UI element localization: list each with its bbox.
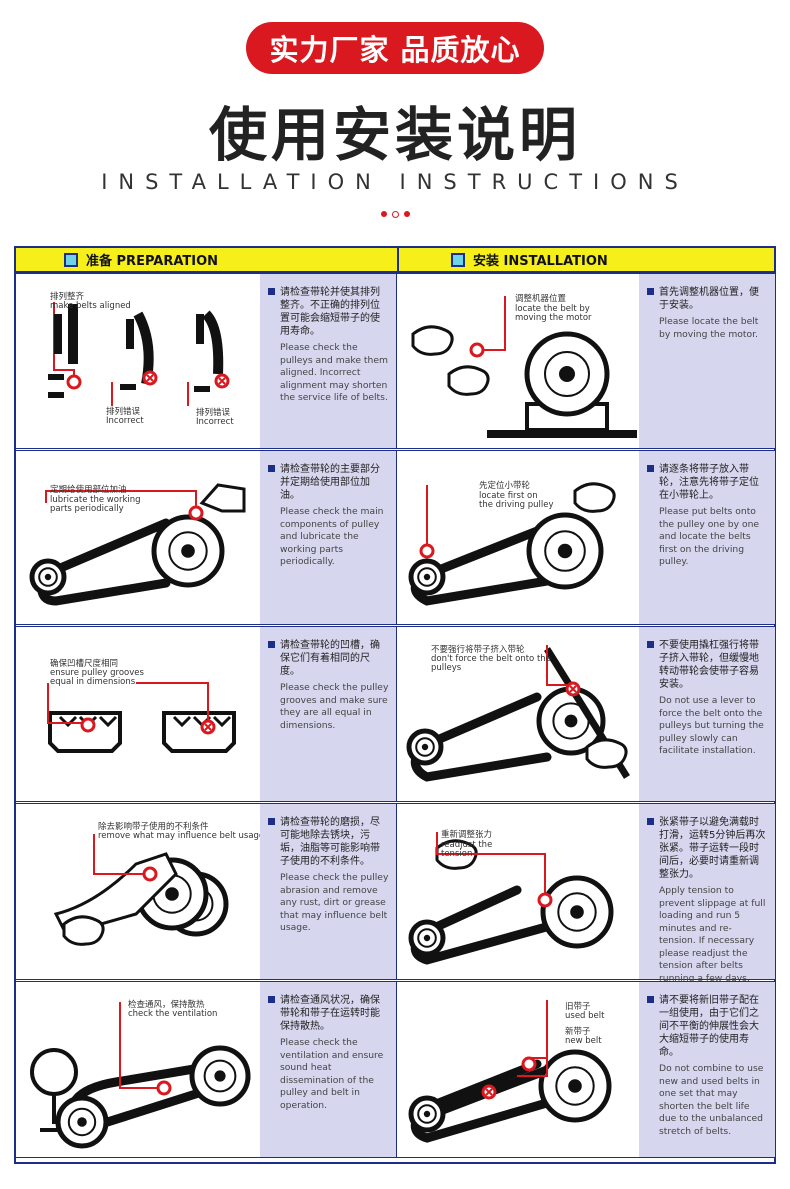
illustration-label: 定期给使用部位加油 [50,485,127,495]
page-title: 使用安装说明 [208,101,581,169]
step-illustration [47,682,236,753]
step-text-en: Please locate the belt by moving the mot… [659,316,759,340]
illustration-label: remove what may influence belt usage [98,831,265,841]
step-illustration [408,482,616,606]
step-text-zh: 请检查带轮并使其排列整齐。不正确的排列位置可能会缩短带子的使用寿命。 [268,286,389,338]
step-illustration [408,1000,612,1143]
illustration-label: 不要强行将带子挤入带轮 [431,645,525,655]
dot-icon [381,211,387,217]
step-text-en: Apply tension to prevent slippage at ful… [659,885,766,984]
illustration-label: 确保凹槽尺度相同 [50,659,119,669]
illustration-label: 排列错误 [196,408,231,418]
step-text-en: Please check the pulley grooves and make… [280,682,389,731]
step-text: 请检查带轮并使其排列整齐。不正确的排列位置可能会缩短带子的使用寿命。Please… [260,274,397,448]
step-text: 不要使用撬杠强行将带子挤入带轮，但缓慢地转动带轮会使带子容易安装。Do not … [639,627,775,801]
illustration-label: tension [441,849,473,859]
illustration-label: don't force the belt onto the [431,654,551,664]
dot-icon [392,211,399,218]
step-text-en: Please put belts onto the pulley one by … [659,506,760,567]
illustration-label: Incorrect [106,416,144,426]
illustration-label: 排列错误 [106,407,141,417]
illustration-label: the driving pulley [479,500,554,510]
illustration-label: used belt [565,1011,605,1021]
step-text: 请不要将新旧带子配在一组使用，由于它们之间不平衡的伸展性会大大缩短带子的使用寿命… [639,982,775,1157]
illustration-label: new belt [565,1036,602,1046]
step-illustration [408,832,614,965]
step-text: 请检查通风状况，确保带轮和带子在运转时能保持散热。 Please check th… [260,982,397,1157]
step-text-zh: 不要使用撬杠强行将带子挤入带轮，但缓慢地转动带轮会使带子容易安装。 [647,639,767,691]
step-text-zh: 请不要将新旧带子配在一组使用，由于它们之间不平衡的伸展性会大大缩短带子的使用寿命… [647,994,767,1059]
illustration-label: 除去影响带子使用的不利条件 [98,822,209,832]
illustration-label: lubricate the working [50,495,141,505]
step-text-zh: 张紧带子以避免满载时打滑，运转5分钟后再次张紧。带子运转一段时间后，必要时请重新… [647,817,766,880]
page-subtitle: INSTALLATION INSTRUCTIONS [101,170,689,194]
illustration-label: check the ventilation [128,1009,218,1019]
illustration-label: ensure pulley grooves [50,668,144,678]
illustration-label: make belts aligned [50,301,131,311]
installation-header: 安装 INSTALLATION [397,248,774,273]
step-text-en: Please check the main components of pull… [280,506,384,567]
illustration-label: Incorrect [196,417,234,427]
illustration-label: locate the belt by [515,304,590,314]
step-text-en: Do not use a lever to force the belt ont… [659,695,764,756]
step-text-zh: 请逐条将带子放入带轮，注意先将带子定位在小带轮上。 [647,463,767,502]
step-text-zh: 首先调整机器位置，便于安装。 [647,286,767,312]
illustration-label: equal in dimensions [50,677,136,687]
illustration-label: 检查通风，保持散热 [128,1000,205,1010]
step-text-zh: 请检查通风状况，确保带轮和带子在运转时能保持散热。 [268,994,389,1033]
promo-badge: 实力厂家 品质放心 [246,22,544,74]
step-illustration [411,296,637,438]
illustration-label: readjust the [441,840,493,850]
step-illustration [53,834,229,946]
step-text: 请检查带轮的主要部分并定期给使用部位加油。 Please check the ma… [260,451,397,624]
step-text-en: Please check the pulleys and make them a… [280,342,388,403]
step-illustration [29,483,246,606]
step-illustration [48,302,230,406]
step-text: 请逐条将带子放入带轮，注意先将带子定位在小带轮上。 Please put belt… [639,451,775,624]
step-text-zh: 请检查带轮的磨损，尽可能地除去锈块，污垢，油脂等可能影响带子使用的不利条件。 [268,816,389,868]
step-text-zh: 请检查带轮的主要部分并定期给使用部位加油。 [268,463,389,502]
step-text-en: Do not combine to use new and used belts… [659,1063,764,1137]
square-icon [64,252,78,267]
decorative-dots [381,211,410,218]
preparation-header: 准备 PREPARATION [16,248,397,273]
illustration-label: 新带子 [565,1027,591,1037]
illustration-label: pulleys [431,663,462,673]
preparation-header-label: 准备 PREPARATION [86,254,219,269]
square-icon [451,252,465,267]
step-text-zh: 请检查带轮的凹槽，确保它们有着相同的尺度。 [268,639,389,678]
illustration-label: 旧带子 [565,1002,591,1012]
illustration-label: 排列整齐 [50,292,85,302]
illustration-label: parts periodically [50,504,124,514]
dot-icon [404,211,410,217]
installation-header-label: 安装 INSTALLATION [473,254,608,269]
step-illustration [406,645,630,782]
step-text: 首先调整机器位置，便于安装。 Please locate the belt by … [639,274,775,448]
step-illustration [30,1002,251,1149]
illustration-label: 重新调整张力 [441,830,493,840]
step-text-en: Please check the ventilation and ensure … [280,1037,384,1111]
step-text-en: Please check the pulley abrasion and rem… [280,872,389,933]
step-text: 张紧带子以避免满载时打滑，运转5分钟后再次张紧。带子运转一段时间后，必要时请重新… [639,804,775,984]
step-text: 请检查带轮的凹槽，确保它们有着相同的尺度。 Please check the pu… [260,627,397,801]
illustration-label: 调整机器位置 [515,294,567,304]
illustration-label: 先定位小带轮 [479,481,531,491]
step-text: 请检查带轮的磨损，尽可能地除去锈块，污垢，油脂等可能影响带子使用的不利条件。Pl… [260,804,397,979]
illustration-label: locate first on [479,491,538,501]
illustration-label: moving the motor [515,313,592,323]
